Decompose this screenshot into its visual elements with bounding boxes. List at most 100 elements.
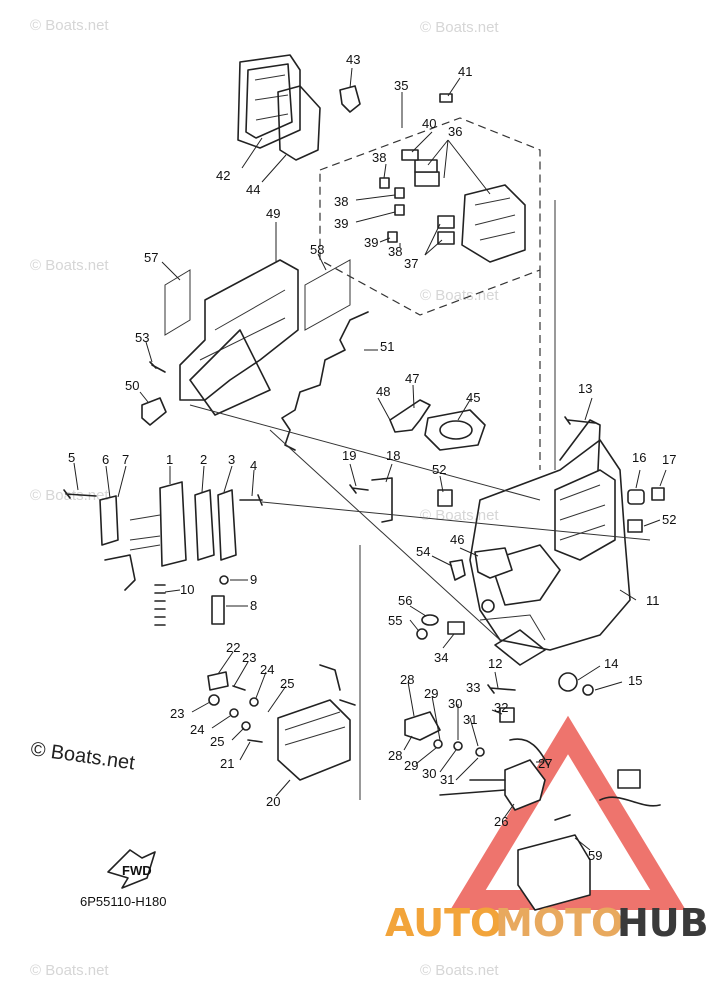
callout-9: 9 (250, 572, 257, 587)
guide-lines (189, 200, 651, 800)
callout-27: 27 (538, 756, 552, 771)
part-2-plate (194, 489, 215, 561)
fwd-arrow-icon: FWD (107, 849, 156, 889)
callout-23: 23 (242, 650, 256, 665)
part-14-grommet (558, 672, 578, 692)
callout-1: 1 (166, 452, 173, 467)
part-10-spring (154, 584, 166, 626)
callout-11: 11 (646, 593, 660, 608)
callout-44: 44 (246, 182, 260, 197)
callout-43: 43 (346, 52, 360, 67)
callout-34: 34 (434, 650, 448, 665)
part-56-washer (421, 614, 439, 626)
callout-37: 37 (404, 256, 418, 271)
callout-23: 23 (170, 706, 184, 721)
callout-29: 29 (424, 686, 438, 701)
callout-35: 35 (394, 78, 408, 93)
callout-24: 24 (260, 662, 274, 677)
callout-59: 59 (588, 848, 602, 863)
callout-51: 51 (380, 339, 394, 354)
part-5-bolt (63, 489, 97, 499)
callout-50: 50 (125, 378, 139, 393)
callout-38: 38 (372, 150, 386, 165)
part-26-starter-relay (439, 759, 546, 811)
part-22-23-24-25-hardware (207, 671, 263, 743)
callout-14: 14 (604, 656, 618, 671)
part-51-wire (281, 311, 369, 451)
callout-12: 12 (488, 656, 502, 671)
callout-26: 26 (494, 814, 508, 829)
part-15-collar (582, 684, 594, 696)
group-box-35 (319, 117, 541, 470)
callout-5: 5 (68, 450, 75, 465)
callout-57: 57 (144, 250, 158, 265)
part-27-28-29-30-31-32-33 (404, 684, 661, 807)
part-43-clip (339, 85, 361, 113)
callout-25: 25 (280, 676, 294, 691)
callout-49: 49 (266, 206, 280, 221)
part-16-grommet (627, 489, 645, 505)
part-34-clip (447, 621, 465, 635)
callout-25: 25 (210, 734, 224, 749)
callout-48: 48 (376, 384, 390, 399)
part-6-7-bracket (99, 495, 136, 591)
part-54-sensor (449, 559, 466, 581)
watermark: © Boats.net (420, 962, 499, 979)
callout-15: 15 (628, 673, 642, 688)
callout-31: 31 (463, 712, 477, 727)
callout-38: 38 (388, 244, 402, 259)
automotohub-wordmark: AUTO MOTO HUB (385, 901, 709, 945)
callout-13: 13 (578, 381, 592, 396)
callout-18: 18 (386, 448, 400, 463)
part-45-boot (424, 409, 486, 451)
watermark: © Boats.net (420, 19, 499, 36)
part-9-clip (219, 575, 229, 585)
part-20-rectifier (277, 664, 356, 781)
callout-41: 41 (458, 64, 472, 79)
callout-42: 42 (216, 168, 230, 183)
callout-58: 58 (310, 242, 324, 257)
relay-block-36 (379, 93, 526, 263)
callout-56: 56 (398, 593, 412, 608)
callout-33: 33 (466, 680, 480, 695)
credit-text: © Boats.net (29, 738, 136, 774)
part-52-connector (437, 489, 643, 533)
part-44-gasket (277, 85, 321, 161)
callout-19: 19 (342, 448, 356, 463)
callout-40: 40 (422, 116, 436, 131)
watermark: © Boats.net (30, 487, 109, 504)
part-8-pin (211, 595, 225, 625)
callout-21: 21 (220, 756, 234, 771)
callout-29: 29 (404, 758, 418, 773)
callout-7: 7 (122, 452, 129, 467)
part-11-main-assembly (469, 419, 631, 666)
callout-45: 45 (466, 390, 480, 405)
part-49-bracket (179, 259, 299, 416)
callout-47: 47 (405, 371, 419, 386)
watermark: © Boats.net (30, 257, 109, 274)
callout-24: 24 (190, 722, 204, 737)
part-42-cover (237, 54, 301, 149)
callout-8: 8 (250, 598, 257, 613)
diagram-code: 6P55110-H180 (80, 894, 167, 909)
part-53-screw (149, 361, 166, 373)
callout-28: 28 (400, 672, 414, 687)
part-47-bracket (389, 399, 431, 433)
callout-16: 16 (632, 450, 646, 465)
watermark: © Boats.net (30, 962, 109, 979)
callout-31: 31 (440, 772, 454, 787)
callout-52: 52 (662, 512, 676, 527)
watermark: © Boats.net (30, 17, 109, 34)
brand-word-moto: MOTO (495, 901, 623, 945)
callout-3: 3 (228, 452, 235, 467)
callout-labels: 43 41 35 40 36 38 38 39 39 38 37 42 44 4… (68, 52, 676, 863)
callout-leaders (73, 67, 667, 851)
fwd-label: FWD (122, 863, 152, 878)
callout-39: 39 (334, 216, 348, 231)
callout-38: 38 (334, 194, 348, 209)
part-3-plate (217, 489, 237, 561)
callout-53: 53 (135, 330, 149, 345)
part-13-bolt (564, 416, 596, 425)
